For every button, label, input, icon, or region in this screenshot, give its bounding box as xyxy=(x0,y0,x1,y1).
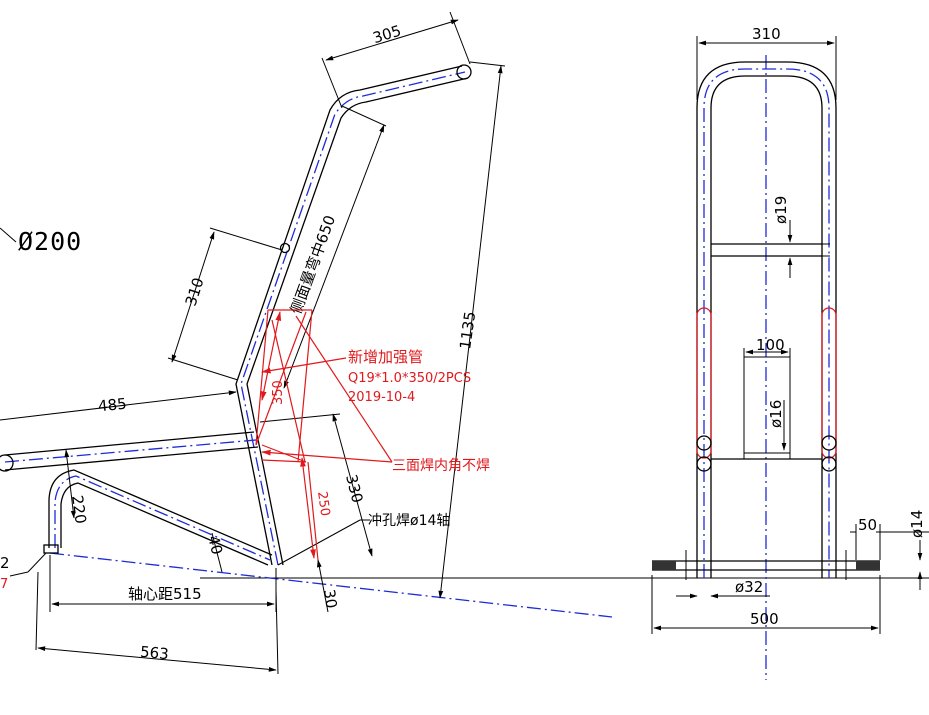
pivot-left-2 xyxy=(696,456,712,472)
dim-485: 485 xyxy=(0,390,237,421)
note-title: 新增加强管 xyxy=(348,348,423,366)
weld-leader-2 xyxy=(295,315,393,463)
dim-500: 500 xyxy=(651,575,881,634)
left-small-2: 2 xyxy=(0,554,10,572)
dim-40: 40 xyxy=(204,532,226,573)
front-view: 310 ø19 100 ø16 50 xyxy=(651,25,929,680)
dim-310-side-label: 310 xyxy=(182,275,208,308)
pivot-right xyxy=(821,435,837,451)
pivot-left xyxy=(696,435,712,451)
horizontal-tube xyxy=(0,431,259,472)
dim-330-label: 330 xyxy=(342,473,366,505)
front-tube-end xyxy=(0,454,14,472)
dim-485-label: 485 xyxy=(97,395,127,416)
radius-label: Ø200 xyxy=(18,227,82,256)
u-frame xyxy=(696,61,837,578)
dim-32: ø32 xyxy=(676,578,770,599)
dim-305-label: 305 xyxy=(371,22,404,48)
radius-callout: Ø200 xyxy=(0,227,82,256)
axle xyxy=(652,550,880,580)
dim-220-label: 220 xyxy=(68,494,90,525)
center-block-base xyxy=(743,452,791,460)
dia-32-label: ø32 xyxy=(735,578,763,596)
dia-19-label: ø19 xyxy=(772,196,790,224)
dim-40-label: 40 xyxy=(204,534,226,557)
dim-16: ø16 xyxy=(767,400,787,451)
dia-14-label: ø14 xyxy=(908,510,926,538)
axle-end-left xyxy=(652,561,676,570)
reinforcement-note: 新增加强管 Q19*1.0*350/2PCS 2019-10-4 xyxy=(348,348,471,405)
note-spec: Q19*1.0*350/2PCS xyxy=(348,371,471,386)
dim-side-bend: 侧面量弯中650 xyxy=(283,105,387,389)
reinforcement-tube: 350 250 xyxy=(255,309,332,561)
dim-axle-515: 轴心距515 xyxy=(49,555,277,612)
dim-50: 50 xyxy=(850,516,929,560)
dim-1135: 1135 xyxy=(438,61,506,599)
axle-centerline xyxy=(49,552,613,618)
side-view: 305 1135 侧面量弯中650 310 485 xyxy=(0,11,929,675)
note-leader xyxy=(261,357,347,374)
note-date: 2019-10-4 xyxy=(348,390,415,405)
dim-30-label: 30 xyxy=(320,588,340,609)
dim-50-label: 50 xyxy=(858,516,877,534)
dim-310-front: 310 xyxy=(696,25,837,100)
left-axle-callout: 2 7 xyxy=(0,552,47,592)
dim-axle-label: 轴心距515 xyxy=(128,585,202,603)
weld-leader xyxy=(261,449,393,463)
dim-1135-label: 1135 xyxy=(456,310,479,350)
pivot-right-2 xyxy=(821,456,837,472)
left-small-7: 7 xyxy=(0,577,8,592)
punch-weld-label: 冲孔焊ø14轴 xyxy=(368,513,450,529)
bend-point-marker xyxy=(279,242,291,254)
punch-weld-callout: 冲孔焊ø14轴 xyxy=(277,513,450,566)
dim-100-label: 100 xyxy=(756,336,785,354)
dim-100: 100 xyxy=(743,336,791,358)
front-reinforcement-right xyxy=(821,307,837,459)
axle-block-left xyxy=(43,544,59,554)
dim-305: 305 xyxy=(321,11,471,109)
front-reinforcement-left xyxy=(696,307,712,459)
dim-250-label: 250 xyxy=(314,490,332,517)
dim-310-front-label: 310 xyxy=(752,25,781,43)
dim-220: 220 xyxy=(64,449,90,525)
dim-500-label: 500 xyxy=(750,610,779,628)
dim-310-side: 310 xyxy=(167,227,283,381)
dim-19: ø19 xyxy=(772,196,830,278)
dim-14: ø14 xyxy=(908,510,926,590)
dim-30: 30 xyxy=(317,559,341,613)
dia-16-label: ø16 xyxy=(767,400,785,428)
dim-563: 563 xyxy=(35,571,279,675)
dim-350-label: 350 xyxy=(271,380,286,405)
axle-end-right xyxy=(856,561,880,570)
three-side-weld-label: 三面焊内角不焊 xyxy=(392,458,490,474)
dim-563-label: 563 xyxy=(139,643,169,663)
